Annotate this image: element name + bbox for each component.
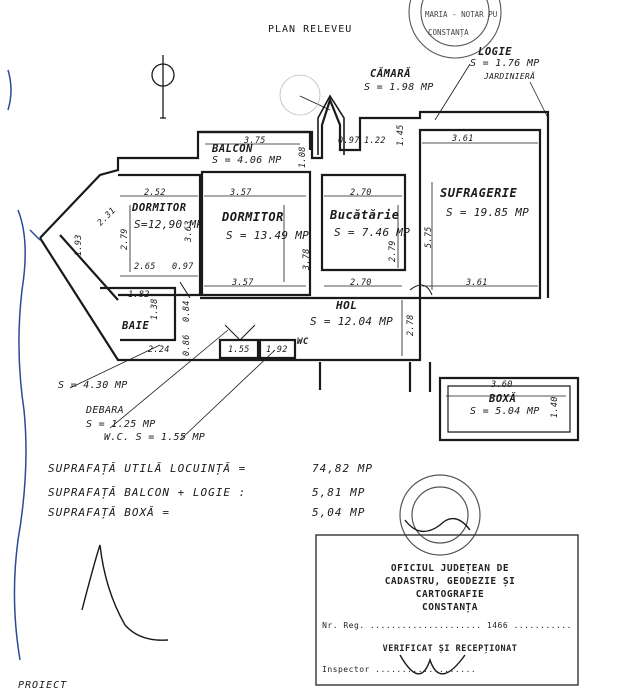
- dim-label: 2.78: [406, 314, 416, 336]
- jardiniera-label: JARDINIERĂ: [484, 72, 536, 81]
- dim-label: 3.75: [244, 136, 266, 146]
- stamp-notary-line2: CONSTANȚA: [428, 28, 469, 37]
- office-stamp-frame: [315, 534, 579, 686]
- summary-value-locuinta: 74,82 MP: [312, 462, 373, 475]
- summary-label-balcon: SUPRAFAȚĂ BALCON + LOGIE :: [48, 486, 247, 499]
- dim-label: 1.08: [298, 146, 308, 168]
- callout-baie-area: S = 4.30 MP: [58, 380, 128, 391]
- stamp-notary-line1: MARIA - NOTAR PU: [425, 10, 498, 19]
- notary-stamp-icon: [408, 0, 502, 59]
- room-balcon-area: S = 4.06 MP: [212, 155, 282, 166]
- room-sufragerie-name: SUFRAGERIE: [440, 186, 518, 200]
- room-logie-area: S = 1.76 MP: [470, 58, 540, 69]
- office-stamp-line1: OFICIUL JUDEȚEAN DE: [390, 563, 510, 574]
- room-bucatarie-name: Bucătărie: [330, 208, 400, 222]
- callout-debara-area: S = 1.25 MP: [86, 419, 156, 430]
- dim-label: 2.70: [350, 188, 372, 198]
- room-dormitor-name: DORMITOR: [222, 210, 284, 224]
- dim-label: 3.60: [491, 380, 513, 390]
- room-dormitor-area: S = 13.49 MP: [226, 229, 310, 242]
- dim-label: 2.52: [144, 188, 166, 198]
- dim-label: 2.79: [388, 240, 398, 262]
- summary-label-locuinta: SUPRAFAȚĂ UTILĂ LOCUINȚĂ =: [48, 462, 247, 475]
- office-stamp-line4: CONSTANȚA: [422, 602, 478, 613]
- room-dormitor-small-name: DORMITOR: [132, 202, 187, 214]
- dim-label: 1.40: [550, 396, 560, 418]
- office-stamp-line2: CADASTRU, GEODEZIE ȘI: [384, 576, 516, 587]
- room-camara-area: S = 1.98 MP: [364, 82, 434, 93]
- dim-label: 2.24: [148, 345, 170, 355]
- dim-label: 3.57: [232, 278, 254, 288]
- dim-label: 1.55: [228, 345, 250, 355]
- dim-label: 2.65: [134, 262, 156, 272]
- summary-value-balcon: 5,81 MP: [312, 486, 366, 499]
- office-stamp-line7: Inspector ...................: [322, 665, 477, 674]
- plan-title: PLAN RELEVEU: [268, 24, 353, 35]
- callout-debara-name: DEBARA: [86, 405, 124, 416]
- dim-label: 1.82: [128, 290, 150, 300]
- north-arrow-icon: [151, 55, 175, 119]
- office-stamp-line3: CARTOGRAFIE: [415, 589, 485, 600]
- dim-label: 3.61: [452, 134, 474, 144]
- signature-icon: [81, 517, 471, 675]
- office-stamp-line5: Nr. Reg. ..................... 1466 ....…: [322, 621, 572, 630]
- dim-label: 2.70: [350, 278, 372, 288]
- dim-label: 1.92: [266, 345, 288, 355]
- room-logie-name: LOGIE: [478, 46, 513, 58]
- room-dormitor-small-area: S=12,90 MP: [134, 218, 204, 231]
- dim-label: 3.61: [466, 278, 488, 288]
- office-stamp-line6: VERIFICAT ȘI RECEPȚIONAT: [382, 644, 518, 654]
- dim-label: 2.79: [120, 228, 130, 250]
- dim-label: 5.75: [424, 226, 434, 248]
- dim-label: 0.97: [172, 262, 194, 272]
- summary-label-boxa: SUPRAFAȚĂ BOXĂ =: [48, 506, 170, 519]
- summary-value-boxa: 5,04 MP: [312, 506, 366, 519]
- dim-label: 1.22: [364, 136, 386, 146]
- room-hol-area: S = 12.04 MP: [310, 315, 394, 328]
- room-baie-name: BAIE: [122, 320, 150, 332]
- room-bucatarie-area: S = 7.46 MP: [334, 226, 411, 239]
- room-balcon-name: BALCON: [212, 143, 253, 155]
- footer-proiect-label: PROIECT: [18, 680, 68, 691]
- room-boxa-name: BOXĂ: [489, 393, 517, 405]
- dim-label: 1.93: [74, 234, 84, 256]
- room-boxa-area: S = 5.04 MP: [470, 406, 540, 417]
- dim-label: 0.97: [338, 136, 360, 146]
- dim-label: 0.86: [182, 334, 192, 356]
- dim-label: 3.78: [302, 248, 312, 270]
- room-sufragerie-area: S = 19.85 MP: [446, 206, 530, 219]
- office-round-stamp-icon: [399, 474, 481, 556]
- room-hol-name: HOL: [336, 299, 358, 312]
- dim-label: 0.84: [182, 300, 192, 322]
- room-wc-name: WC: [297, 337, 309, 347]
- room-camara-name: CĂMARĂ: [370, 68, 411, 80]
- dim-label: 3.63: [184, 220, 194, 242]
- dim-label: 3.57: [230, 188, 252, 198]
- dim-label: 1.45: [396, 124, 406, 146]
- callout-wc-area: W.C. S = 1.55 MP: [104, 432, 206, 443]
- dim-label: 1.38: [150, 298, 160, 320]
- handwritten-margin-note-icon: [7, 69, 41, 661]
